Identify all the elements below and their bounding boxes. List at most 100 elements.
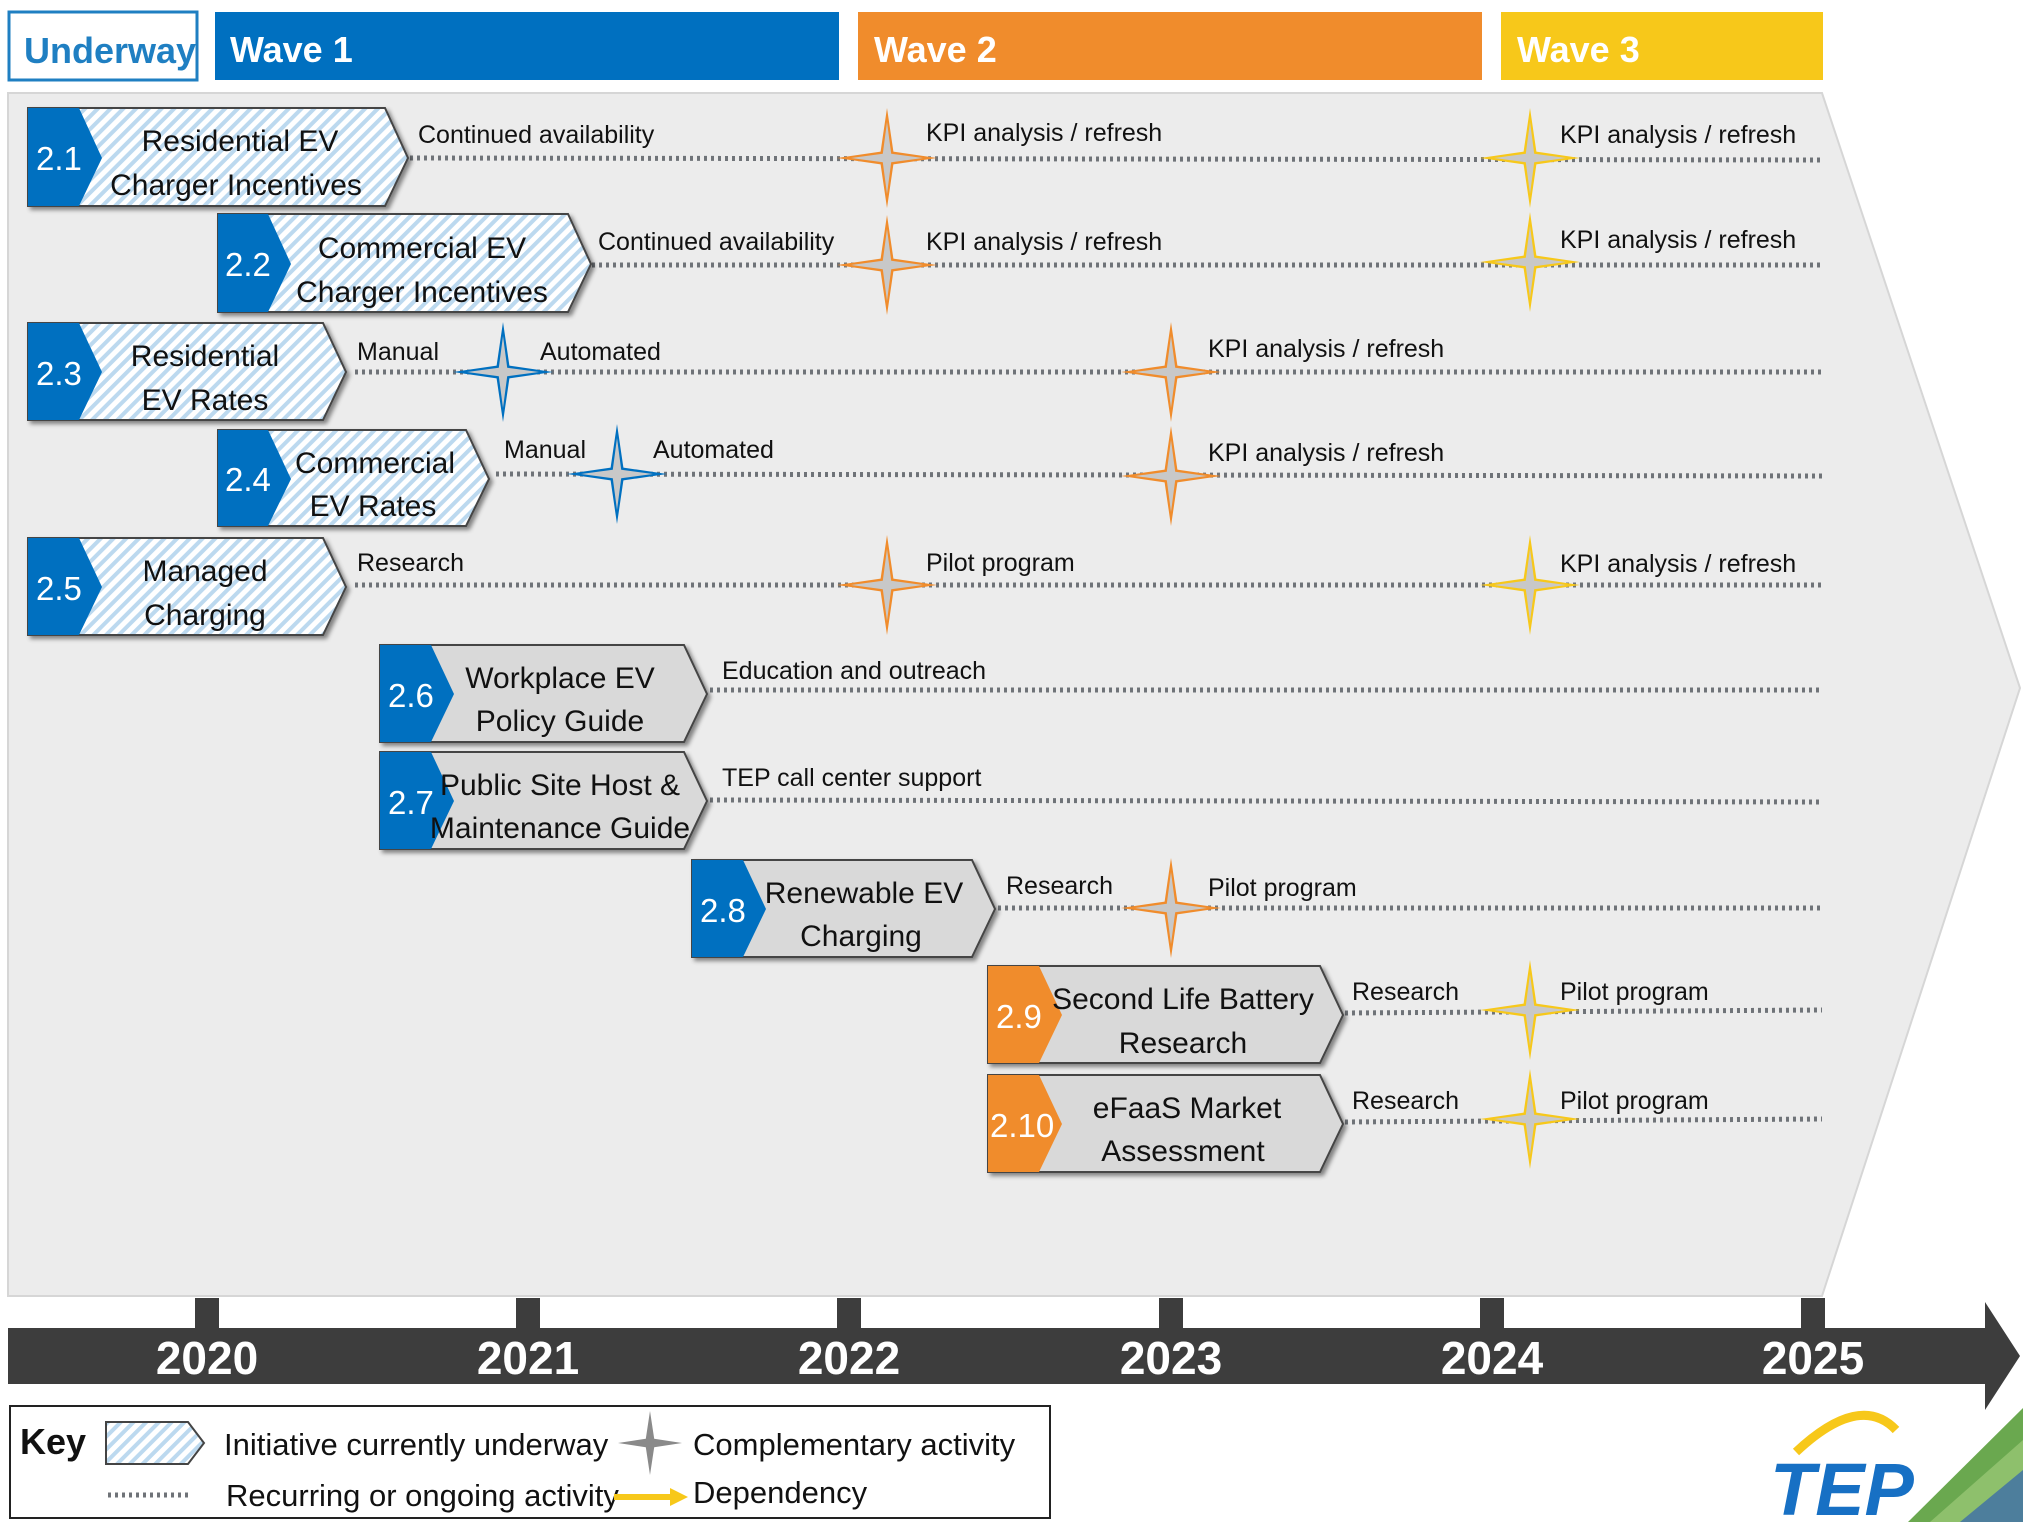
timeline-year: 2024 bbox=[1441, 1332, 1544, 1384]
initiative-2-9: 2.9 Second Life Battery Research bbox=[987, 965, 1345, 1064]
initiative-name-line2: Assessment bbox=[1101, 1135, 1265, 1168]
milestone-stars bbox=[453, 108, 1580, 1169]
activity-label: Education and outreach bbox=[722, 657, 986, 685]
logo-photo bbox=[1908, 1408, 2023, 1522]
milestone-star-icon-center bbox=[1135, 872, 1207, 944]
initiative-number-chevron bbox=[692, 860, 766, 957]
initiative-number: 2.7 bbox=[388, 784, 434, 821]
initiative-2-6: 2.6 Workplace EV Policy Guide bbox=[379, 644, 709, 743]
activity-label: Pilot program bbox=[926, 549, 1075, 577]
legend-dependency-label: Dependency bbox=[693, 1475, 868, 1510]
initiative-2-5: 2.5 Managed Charging bbox=[27, 537, 348, 636]
timeline-year: 2020 bbox=[156, 1332, 258, 1384]
initiative-number: 2.9 bbox=[996, 998, 1042, 1035]
legend-key: Key Initiative currently underway Recurr… bbox=[9, 1405, 1051, 1519]
activity-label: TEP call center support bbox=[722, 764, 981, 792]
underway-header-label: Underway bbox=[24, 30, 196, 71]
initiative-number: 2.3 bbox=[36, 355, 82, 392]
initiative-number: 2.10 bbox=[990, 1107, 1054, 1144]
initiative-number: 2.2 bbox=[225, 246, 271, 283]
activity-line-2-1 bbox=[409, 155, 1823, 163]
legend-dependency-arrowhead bbox=[670, 1488, 688, 1506]
timeline-tick bbox=[516, 1298, 540, 1330]
milestone-star-icon-center bbox=[1494, 226, 1566, 298]
initiative-2-7: 2.7 Public Site Host & Maintenance Guide bbox=[379, 751, 709, 850]
activity-label: Manual bbox=[504, 436, 586, 464]
timeline-arrow bbox=[8, 1302, 2020, 1410]
initiative-name-line2: EV Rates bbox=[310, 490, 437, 523]
initiative-name-line1: Commercial EV bbox=[318, 232, 526, 265]
initiative-2-10: 2.10 eFaaS Market Assessment bbox=[987, 1074, 1345, 1173]
logo-swoosh bbox=[1792, 1410, 1900, 1456]
legend-title: Key bbox=[20, 1421, 86, 1462]
legend-underway-label: Initiative currently underway bbox=[224, 1427, 609, 1462]
initiative-number: 2.6 bbox=[388, 677, 434, 714]
initiative-number-chevron bbox=[218, 430, 291, 526]
activity-label: KPI analysis / refresh bbox=[1560, 550, 1796, 578]
milestone-star-icon-center bbox=[1135, 336, 1207, 408]
wave-3-label: Wave 3 bbox=[1517, 29, 1640, 70]
initiative-name-line2: Policy Guide bbox=[476, 705, 644, 738]
activity-label: Research bbox=[1352, 1087, 1459, 1115]
activity-label: Research bbox=[1352, 978, 1459, 1006]
milestone-star-icon-center bbox=[1494, 122, 1566, 194]
legend-underway-swatch bbox=[105, 1421, 206, 1465]
initiative-name-line1: Second Life Battery bbox=[1052, 983, 1314, 1016]
activity-line-2-7 bbox=[709, 797, 1823, 805]
initiative-name-line2: Charger Incentives bbox=[296, 276, 548, 309]
initiative-name-line2: Research bbox=[1119, 1027, 1247, 1060]
legend-complementary-label: Complementary activity bbox=[693, 1427, 1016, 1462]
initiative-number-chevron bbox=[988, 966, 1062, 1063]
wave-3-header bbox=[1501, 12, 1823, 80]
activity-lines bbox=[355, 155, 1823, 1125]
activity-label: KPI analysis / refresh bbox=[926, 228, 1162, 256]
activity-label: KPI analysis / refresh bbox=[926, 119, 1162, 147]
activity-label: Manual bbox=[357, 338, 439, 366]
initiative-name-line1: Residential bbox=[131, 340, 279, 373]
wave-1-label: Wave 1 bbox=[230, 29, 353, 70]
wave-2-header bbox=[858, 12, 1482, 80]
initiative-number-chevron bbox=[988, 1075, 1062, 1172]
initiative-number-chevron bbox=[380, 645, 454, 742]
initiative-2-3: 2.3 Residential EV Rates bbox=[27, 322, 348, 421]
activity-labels: Continued availability KPI analysis / re… bbox=[357, 119, 1796, 1115]
tep-logo-text: TEP bbox=[1770, 1448, 1915, 1522]
initiative-number: 2.5 bbox=[36, 570, 82, 607]
timeline-tick bbox=[195, 1298, 219, 1330]
initiative-name-line2: EV Rates bbox=[142, 384, 269, 417]
activity-label: Automated bbox=[540, 338, 661, 366]
milestone-star-icon-center bbox=[467, 336, 539, 408]
initiative-number-chevron bbox=[28, 323, 102, 420]
roadmap-background bbox=[7, 92, 2022, 1297]
wave-1-header bbox=[215, 12, 839, 80]
activity-label: Pilot program bbox=[1208, 874, 1357, 902]
initiative-name-line2: Maintenance Guide bbox=[430, 812, 690, 845]
milestone-star-icon-center bbox=[1135, 440, 1207, 512]
initiative-number: 2.1 bbox=[36, 140, 82, 177]
timeline: 2020 2021 2022 2023 2024 2025 bbox=[8, 1298, 2020, 1410]
wave-2-label: Wave 2 bbox=[874, 29, 997, 70]
timeline-year: 2025 bbox=[1762, 1332, 1864, 1384]
initiative-name-line2: Charger Incentives bbox=[110, 169, 362, 202]
initiative-2-8: 2.8 Renewable EV Charging bbox=[691, 859, 997, 958]
milestone-star-icon-center bbox=[581, 438, 653, 510]
wave-header: Underway Wave 1 Wave 2 Wave 3 bbox=[7, 10, 1823, 82]
initiative-number: 2.8 bbox=[700, 892, 746, 929]
initiative-name-line1: Workplace EV bbox=[465, 662, 655, 695]
legend-star-icon bbox=[618, 1411, 682, 1475]
milestone-star-icon-center bbox=[1494, 1083, 1566, 1155]
activity-label: KPI analysis / refresh bbox=[1560, 226, 1796, 254]
timeline-year: 2022 bbox=[798, 1332, 900, 1384]
legend-complementary-star-icon bbox=[618, 1411, 682, 1475]
initiative-number-chevron bbox=[380, 752, 454, 849]
milestone-star-icon-center bbox=[1494, 549, 1566, 621]
initiative-name-line1: Residential EV bbox=[142, 125, 339, 158]
initiative-name-line1: Renewable EV bbox=[765, 877, 963, 910]
activity-label: Research bbox=[357, 549, 464, 577]
tep-logo: TEP bbox=[1770, 1408, 2023, 1522]
milestone-star-icon-center bbox=[851, 229, 923, 301]
activity-line-2-9 bbox=[1344, 1007, 1823, 1016]
timeline-tick bbox=[1801, 1298, 1825, 1330]
activity-label: Research bbox=[1006, 872, 1113, 900]
